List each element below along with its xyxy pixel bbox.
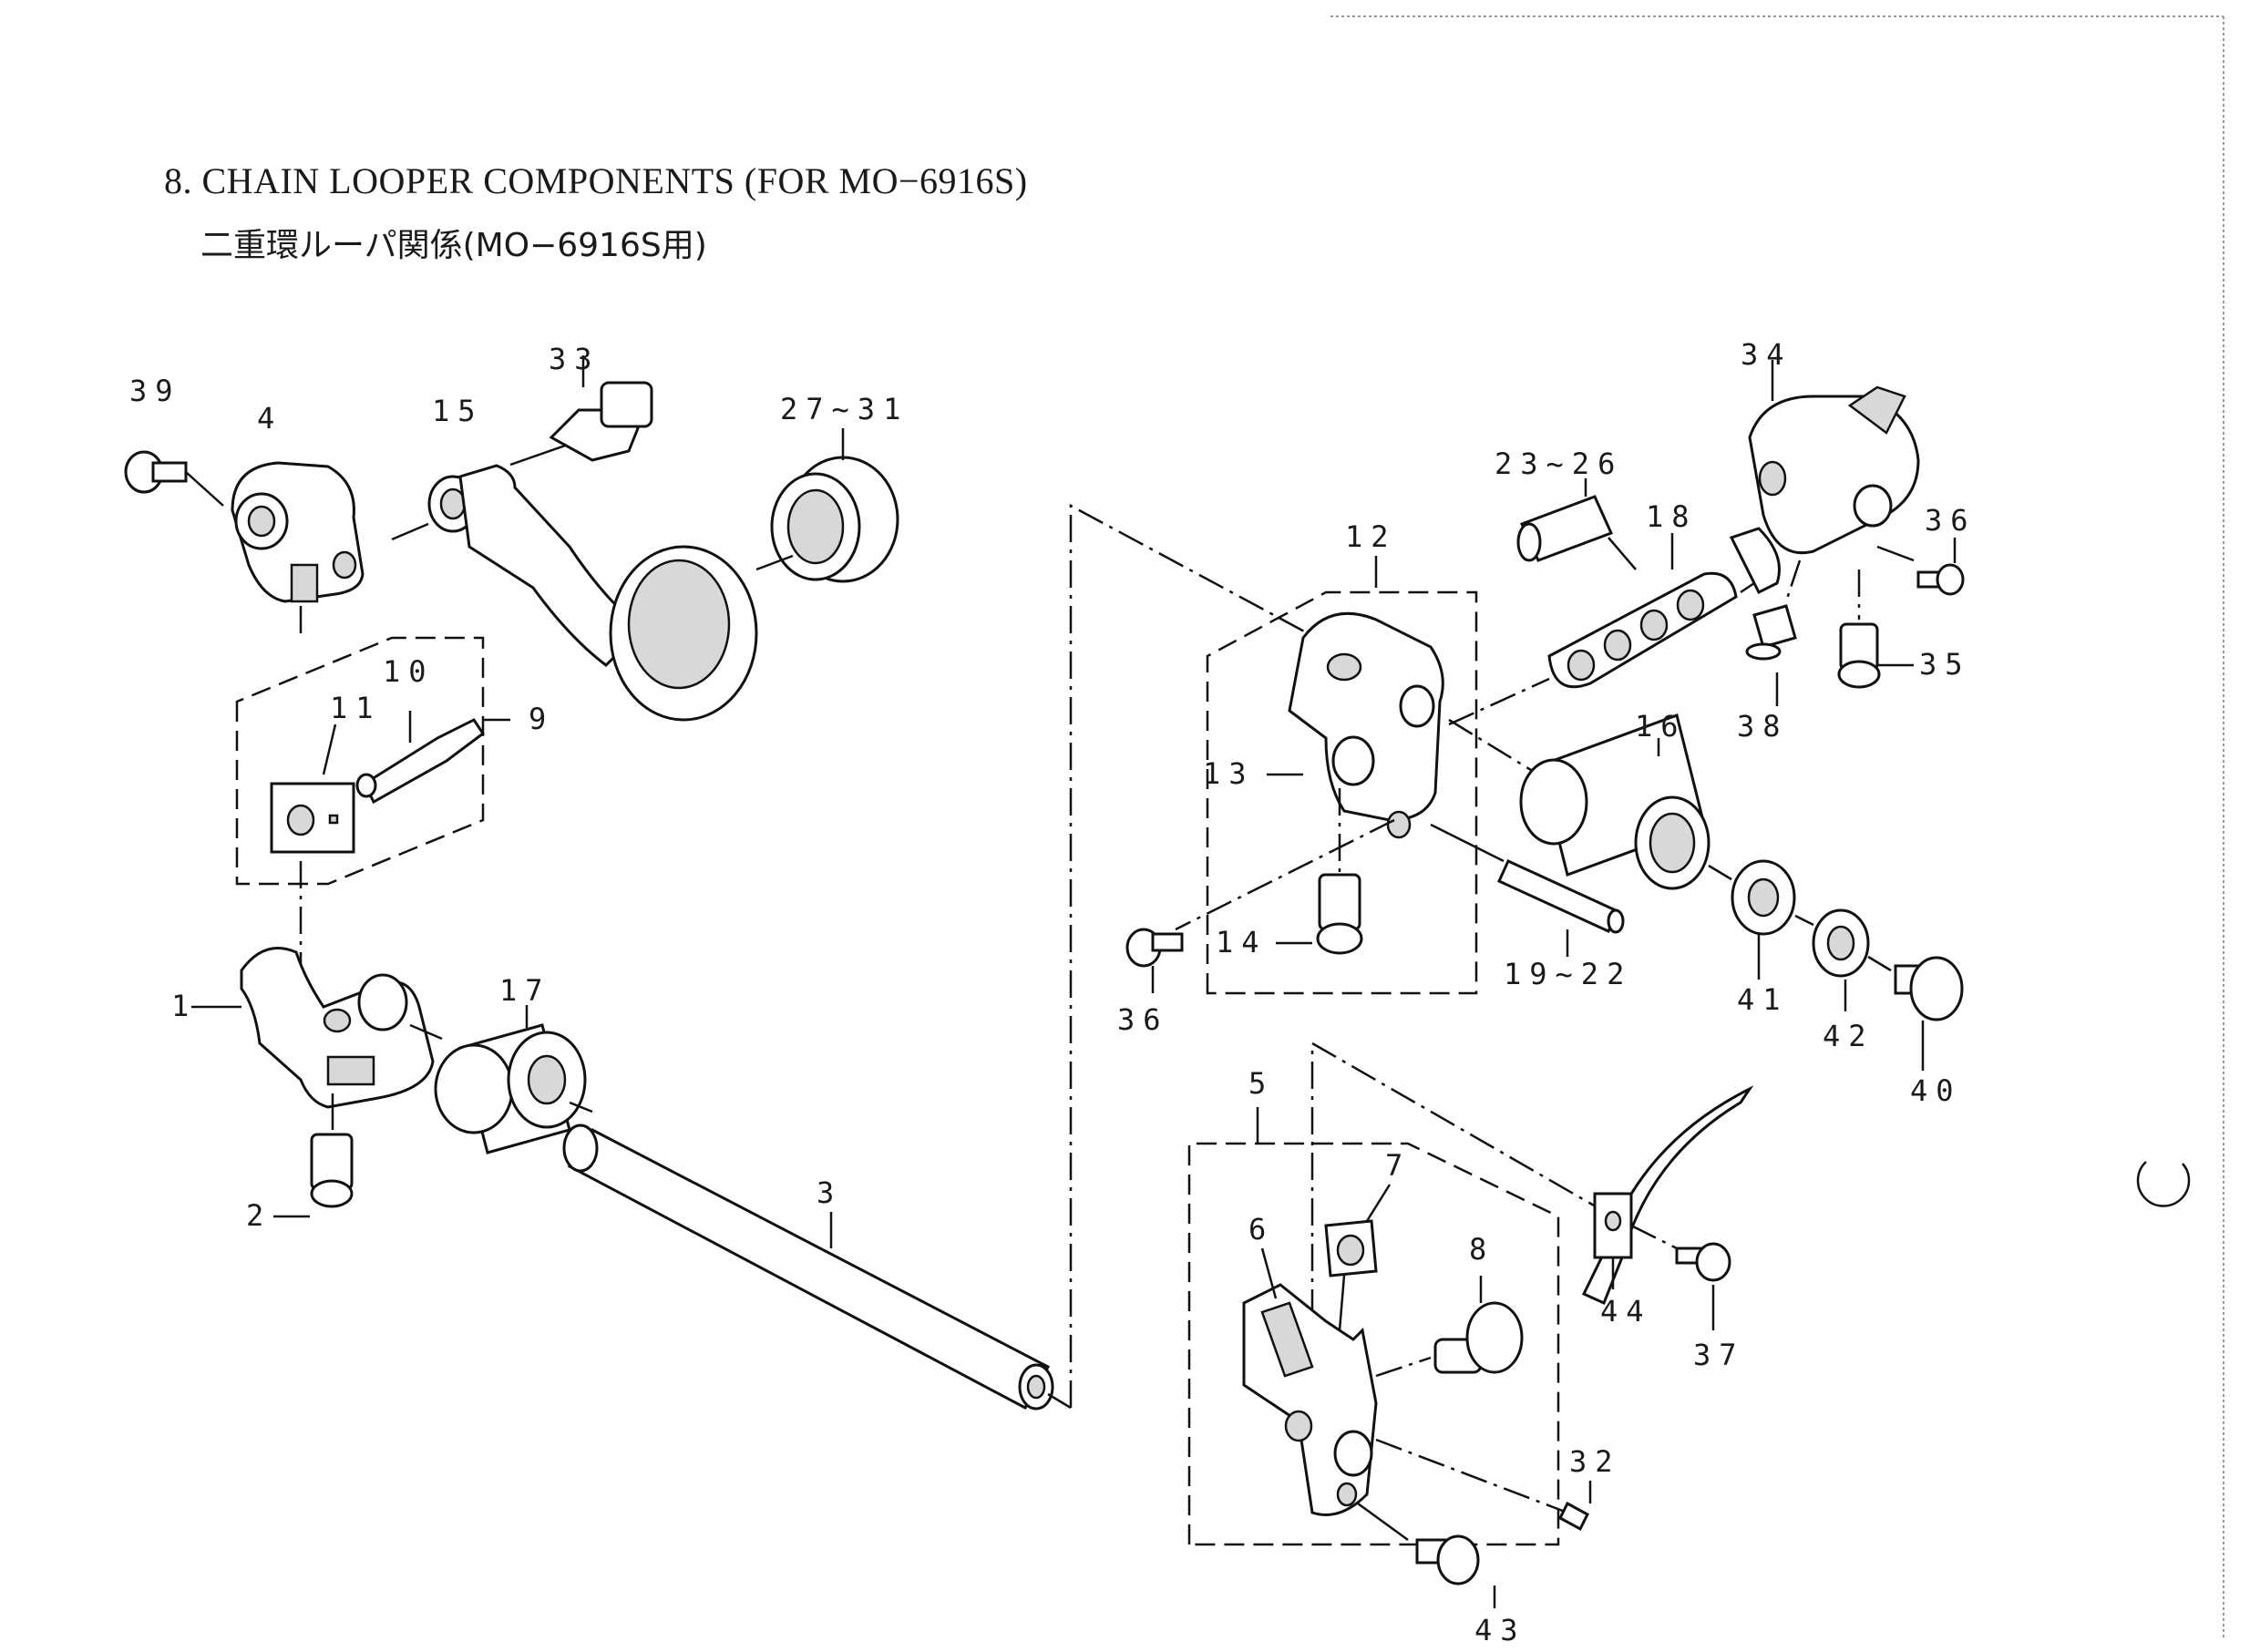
callout-19-22: 19~22 — [1504, 957, 1632, 991]
callout-5: 5 — [1248, 1066, 1274, 1101]
callout-42: 42 — [1823, 1019, 1875, 1053]
callout-14: 14 — [1216, 925, 1268, 959]
callout-11: 11 — [330, 691, 382, 725]
callout-15: 15 — [432, 394, 484, 428]
callout-4: 4 — [257, 401, 282, 436]
part-37-screw — [1675, 1242, 1731, 1330]
part-2-screw — [273, 1093, 354, 1218]
part-14-screw — [1276, 788, 1363, 955]
callout-23-26: 23~26 — [1495, 446, 1623, 481]
callout-13: 13 — [1203, 756, 1255, 791]
callout-33: 33 — [549, 342, 601, 376]
assembly-5-outline — [1187, 1142, 1560, 1546]
part-42-collar — [1794, 908, 1870, 1011]
callout-44: 44 — [1600, 1294, 1652, 1329]
callout-17: 17 — [499, 973, 551, 1008]
callout-36-left: 36 — [1117, 1002, 1169, 1037]
part-12-looper-holder — [1267, 611, 1444, 839]
part-36-screw-right — [1876, 538, 1965, 596]
part-11-slide-block — [270, 723, 355, 854]
part-7-plate — [1324, 1184, 1392, 1331]
part-6-holder — [1242, 1247, 1378, 1516]
part-17-bushing — [434, 1005, 593, 1154]
part-35-screw — [1837, 569, 1914, 689]
callout-39: 39 — [129, 374, 181, 408]
binder-hole-mark — [2136, 1161, 2191, 1207]
callout-1: 1 — [171, 989, 197, 1023]
callout-12: 12 — [1345, 519, 1397, 554]
callout-34: 34 — [1741, 337, 1793, 372]
part-18-link — [1448, 533, 1769, 726]
callout-2: 2 — [246, 1198, 272, 1233]
callout-27-31: 27~31 — [780, 392, 909, 426]
part-16-sleeve — [1448, 713, 1710, 890]
part-4-looper-crank — [231, 461, 429, 638]
part-44-chain-looper — [1581, 1085, 1754, 1306]
part-27-31-needle-bearing — [755, 428, 899, 583]
callout-10: 10 — [383, 654, 435, 689]
part-8-screw — [1375, 1276, 1524, 1378]
callout-41: 41 — [1737, 982, 1789, 1017]
assembly-12-outline — [1206, 590, 1478, 995]
part-39-screw — [124, 450, 224, 507]
callout-35: 35 — [1919, 647, 1971, 682]
part-33-hinge-screw — [549, 355, 653, 462]
assembly-9-outline — [235, 636, 485, 886]
part-32-pin — [1375, 1438, 1592, 1532]
part-36-screw-left — [1125, 818, 1395, 993]
callout-8: 8 — [1469, 1232, 1495, 1267]
callout-37: 37 — [1693, 1338, 1745, 1372]
part-43-screw — [1357, 1502, 1496, 1608]
callout-16: 16 — [1635, 709, 1687, 744]
part-1-looper-holder — [191, 947, 443, 1109]
part-3-looper-shaft — [562, 1124, 1072, 1411]
callout-18: 18 — [1646, 499, 1698, 534]
callout-36-right: 36 — [1925, 503, 1977, 538]
callout-43: 43 — [1474, 1613, 1526, 1647]
section-title-japanese: 二重環ルーパ関係(MO−6916S用) — [200, 227, 707, 264]
part-10-slide-pin — [355, 711, 486, 805]
callout-3: 3 — [817, 1175, 842, 1210]
callout-6: 6 — [1248, 1212, 1274, 1247]
callout-7: 7 — [1385, 1148, 1411, 1183]
callout-40: 40 — [1910, 1073, 1962, 1108]
callout-9: 9 — [529, 702, 554, 736]
part-38-screw — [1745, 559, 1802, 706]
part-34-crank — [1729, 360, 1920, 595]
guide-line-holder — [1310, 1041, 1614, 1408]
part-40-screw — [1867, 955, 1964, 1071]
guide-line-shaft — [1069, 503, 1309, 1408]
part-15-looper-rod — [427, 437, 758, 722]
part-41-washer — [1708, 859, 1796, 980]
callout-38: 38 — [1737, 709, 1789, 744]
callout-32: 32 — [1569, 1444, 1621, 1479]
section-title: 8. CHAIN LOOPER COMPONENTS (FOR MO−6916S… — [164, 160, 1028, 201]
part-23-26-pin — [1516, 478, 1637, 570]
part-19-22-pin — [1430, 823, 1625, 957]
